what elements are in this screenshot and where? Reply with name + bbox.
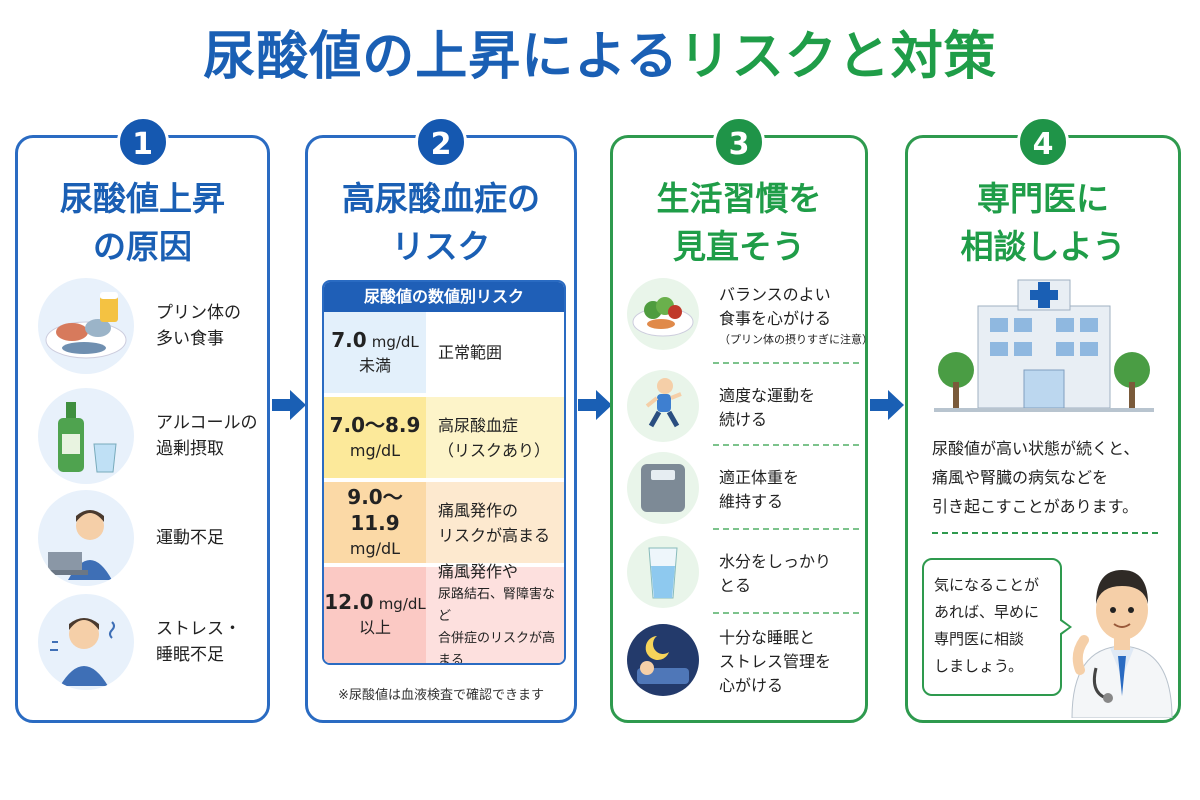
habit-item: 適度な運動を続ける (627, 370, 867, 452)
scale-icon (627, 452, 699, 524)
footnote: ※尿酸値は血液検査で確認できます (338, 688, 544, 703)
habit-item: 適正体重を維持する (627, 452, 867, 534)
cause-label: 多い食事 (156, 328, 224, 349)
card-title-line-2: の原因 (93, 227, 192, 266)
card-risks: 2 高尿酸血症の リスク 尿酸値の数値別リスク 7.0 mg/dL 未満 正常範… (305, 116, 577, 723)
cause-label: ストレス・ (156, 618, 241, 639)
card-title-line-1: 高尿酸血症の (342, 179, 540, 218)
divider (713, 362, 859, 364)
hospital-icon (934, 279, 1154, 412)
arrow-right-icon (272, 390, 306, 420)
risk-desc: 痛風発作のリスクが高まる (438, 500, 551, 545)
cause-label: プリン体の (156, 302, 241, 323)
risk-desc: 正常範囲 (438, 343, 503, 362)
divider (713, 612, 859, 614)
habit-item: バランスのよい食事を心がける（プリン体の摂りすぎに注意） (627, 278, 873, 360)
cause-item: プリン体の多い食事 (38, 278, 278, 374)
risk-table: 尿酸値の数値別リスク 7.0 mg/dL 未満 正常範囲 7.0～8.9 mg/… (322, 280, 566, 665)
card-causes: 1 尿酸値上昇 の原因 プリン体の多い食事 アルコールの過剰摂取 (15, 116, 270, 723)
table-row: 7.0 mg/dL 未満 正常範囲 (324, 312, 564, 393)
food-plate-icon (38, 278, 134, 374)
cause-item: アルコールの過剰摂取 (38, 388, 278, 484)
doctor-icon (1071, 570, 1173, 718)
habit-item: 水分をしっかりとる (627, 536, 867, 618)
salad-icon (627, 278, 699, 350)
card-lifestyle: 3 生活習慣を 見直そう バランスのよい食事を心がける（プリン体の摂りすぎに注意… (610, 116, 873, 723)
risk-desc: 高尿酸血症（リスクあり） (438, 415, 551, 460)
cause-item: 運動不足 (38, 490, 278, 586)
alcohol-bottle-icon (38, 388, 134, 484)
card-title-line-2: 相談しよう (960, 227, 1126, 266)
card-title-line-1: 生活習慣を (656, 179, 822, 218)
cause-item: ストレス・睡眠不足 (38, 594, 278, 690)
step-badge-3: 3 (713, 116, 765, 168)
divider (713, 528, 859, 530)
step-badge-2: 2 (415, 116, 467, 168)
card-title-line-1: 尿酸値上昇 (60, 179, 225, 218)
cause-label: 過剰摂取 (156, 438, 224, 459)
cause-label: 睡眠不足 (156, 644, 224, 665)
risk-value: 12.0 mg/dL 以上 (324, 567, 426, 663)
running-icon (627, 370, 699, 442)
step-badge-4: 4 (1017, 116, 1069, 168)
cause-label: アルコールの (156, 412, 258, 433)
speech-bubble: 気になることが あれば、早めに 専門医に相談 しましょう。 (922, 558, 1072, 696)
habit-item: 十分な睡眠とストレス管理を心がける (627, 624, 867, 706)
title-part-1: 尿酸値の上昇による (203, 27, 679, 87)
table-row: 9.0～11.9 mg/dL 痛風発作のリスクが高まる (324, 482, 564, 563)
page-title: 尿酸値の上昇によるリスクと対策 (0, 22, 1200, 92)
risk-desc: 痛風発作や 尿路結石、腎障害など 合併症のリスクが高まる (438, 561, 556, 665)
card-consult: 4 専門医に 相談しよう 尿酸値が高い状態が続くと、 痛風や腎臓の病気などを 引… (905, 116, 1181, 723)
risk-value: 7.0 mg/dL 未満 (324, 312, 426, 393)
cause-label: 運動不足 (156, 527, 224, 548)
title-part-2: リスクと対策 (678, 27, 997, 87)
step-badge-1: 1 (116, 116, 169, 168)
stressed-person-icon (38, 594, 134, 690)
arrow-right-icon (870, 390, 904, 420)
water-glass-icon (627, 536, 699, 608)
sleep-moon-icon (627, 624, 699, 696)
card-title-line-1: 専門医に (977, 179, 1109, 218)
risk-value: 7.0～8.9 mg/dL (324, 397, 426, 478)
warning-text: 尿酸値が高い状態が続くと、 痛風や腎臓の病気などを 引き起こすことがあります。 (932, 439, 1140, 516)
card-title-line-2: リスク (391, 227, 491, 266)
divider (932, 532, 1158, 534)
risk-value: 9.0～11.9 mg/dL (324, 482, 426, 563)
laptop-person-icon (38, 490, 134, 586)
table-row: 7.0～8.9 mg/dL 高尿酸血症（リスクあり） (324, 397, 564, 478)
risk-table-header: 尿酸値の数値別リスク (324, 282, 564, 312)
table-row: 12.0 mg/dL 以上 痛風発作や 尿路結石、腎障害など 合併症のリスクが高… (324, 561, 564, 665)
divider (713, 444, 859, 446)
card-title-line-2: 見直そう (673, 227, 805, 266)
arrow-right-icon (578, 390, 612, 420)
